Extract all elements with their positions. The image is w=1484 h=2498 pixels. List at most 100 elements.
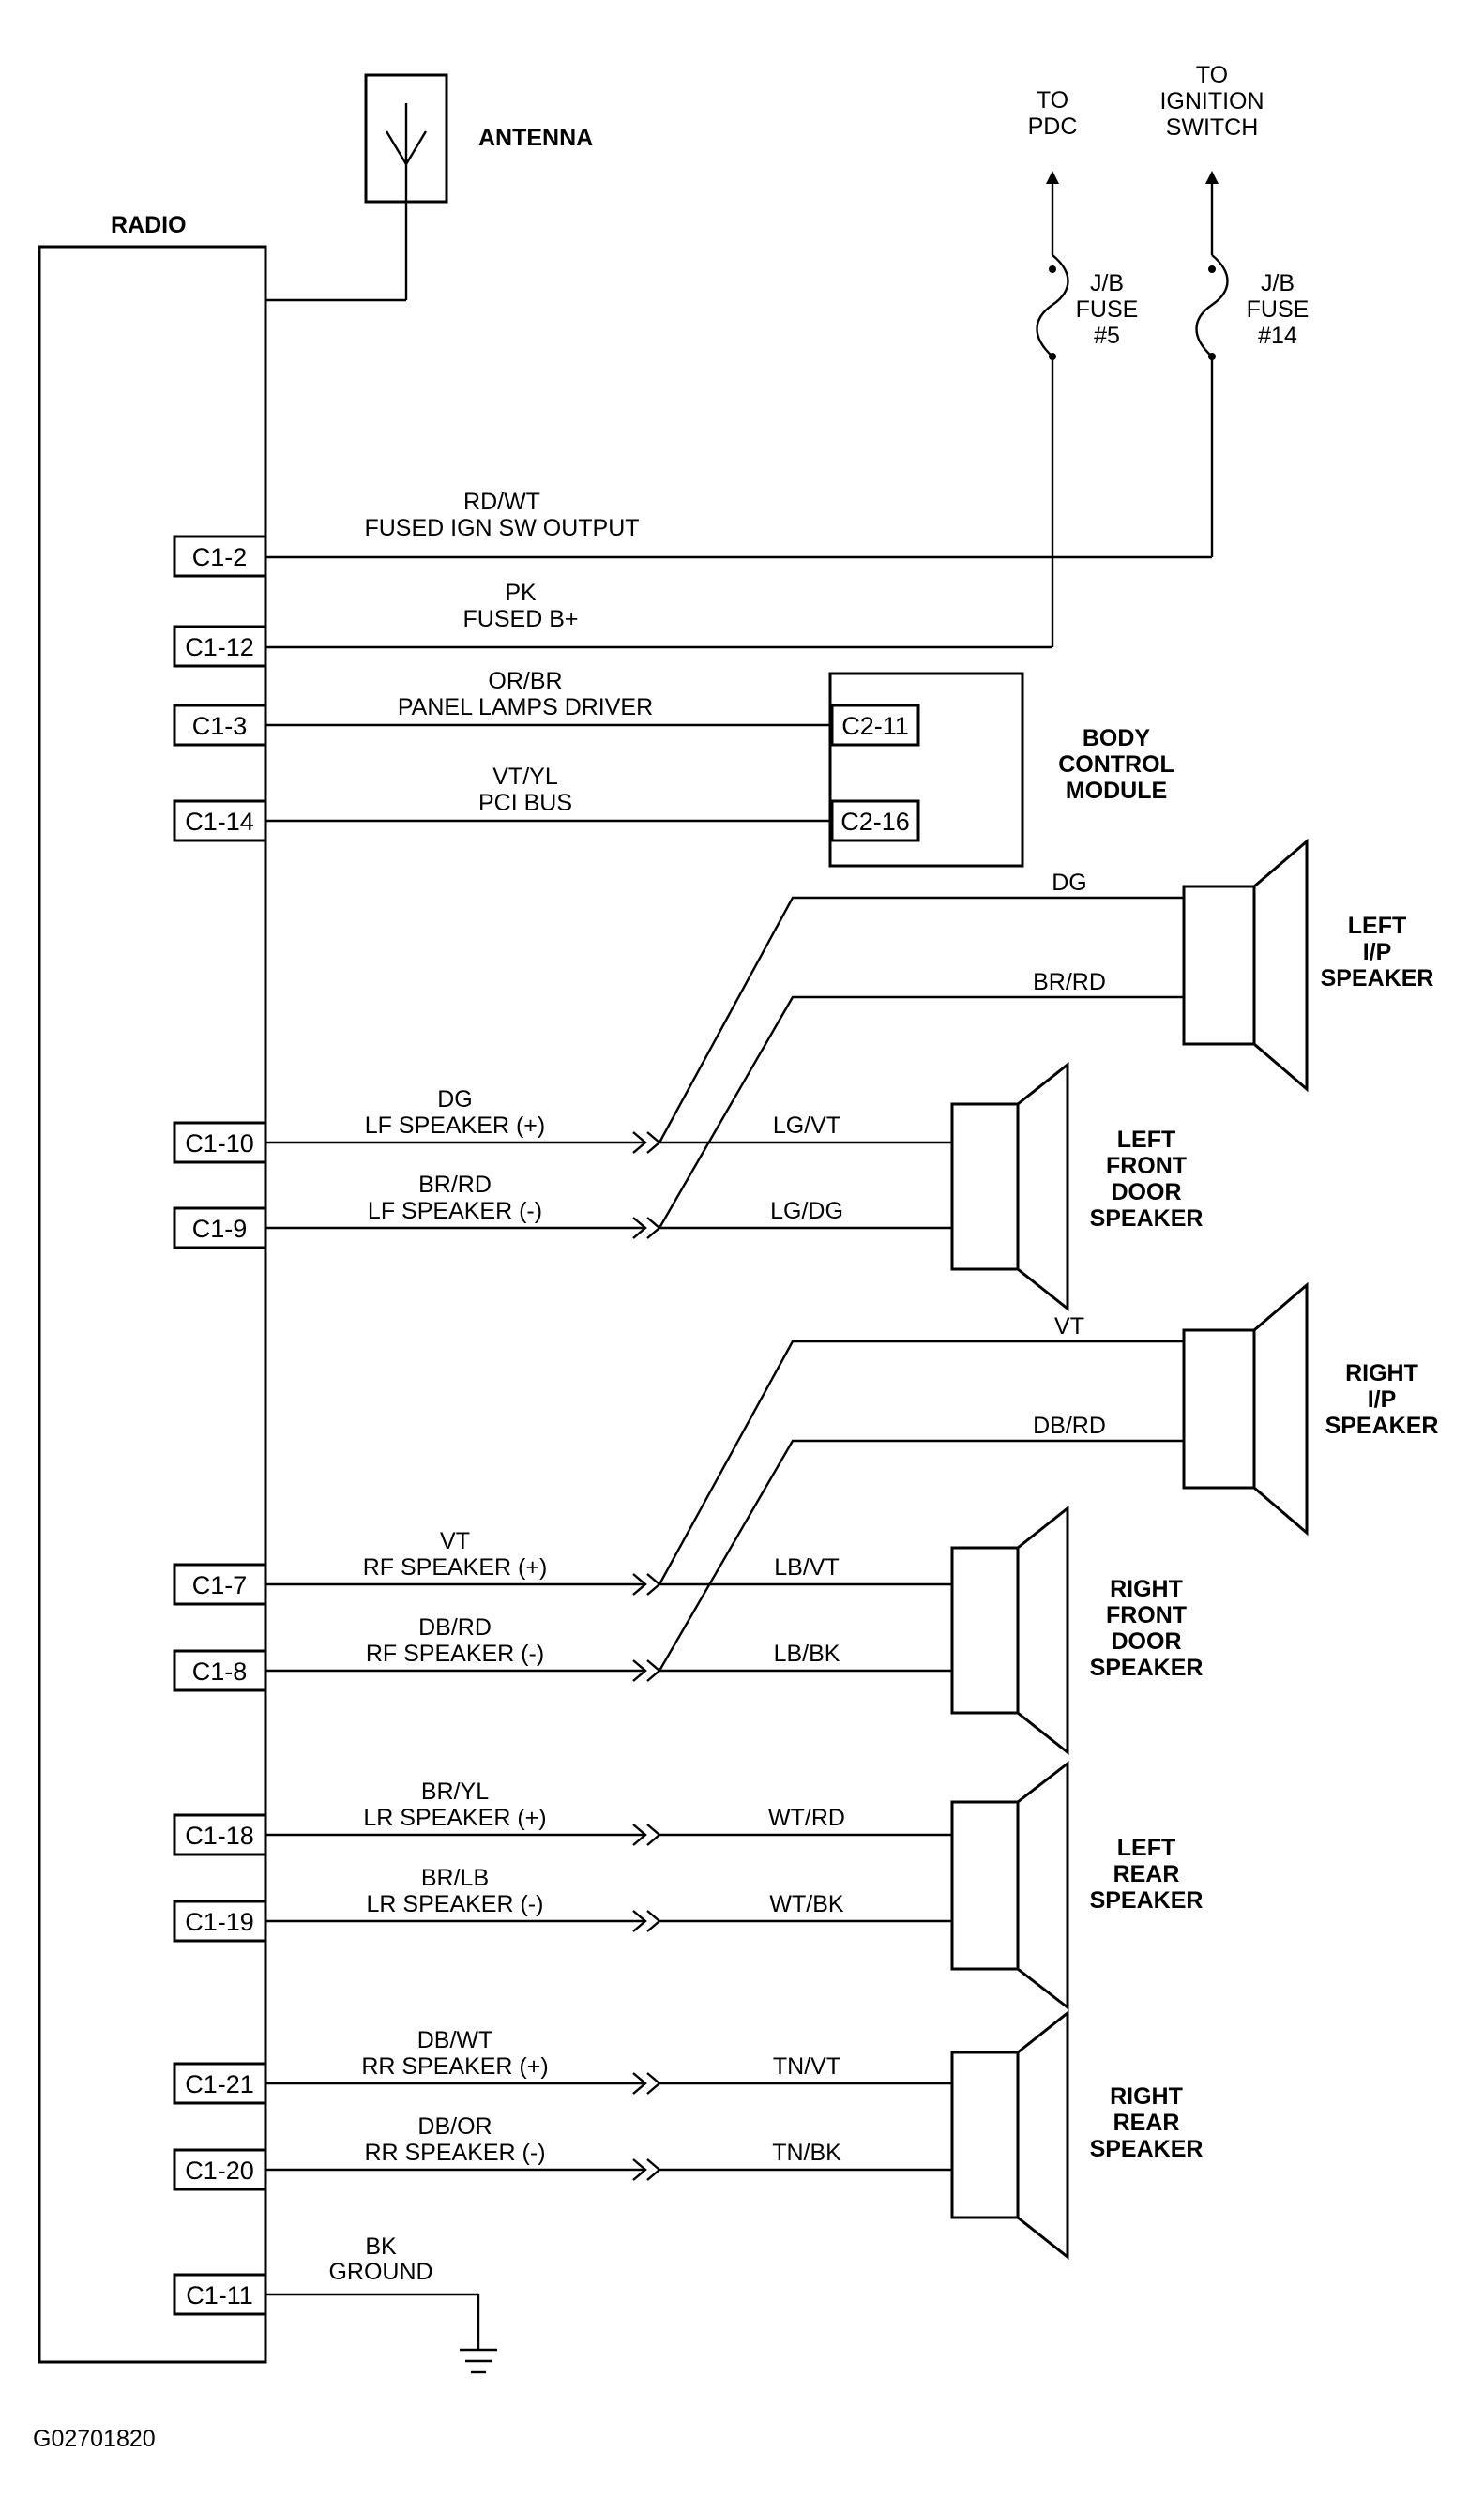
c1-18-connector-male-icon: [632, 1824, 647, 1846]
c1-21-connector-male-icon: [632, 2072, 647, 2095]
c1-19-out-wire-color: WT/BK: [769, 1891, 843, 1917]
right-front-speaker-label-2: FRONT: [1106, 1602, 1187, 1628]
left-ip-speaker-label-3: SPEAKER: [1321, 965, 1434, 992]
pin-c1-10: [173, 1121, 267, 1164]
pin-c1-2: [173, 535, 267, 578]
right-front-door-speaker-icon: [950, 1505, 1069, 1756]
c1-3-circuit: PANEL LAMPS DRIVER: [398, 694, 653, 720]
left-ip-speaker-icon: [1182, 838, 1309, 1093]
c1-18-connector-female-icon: [646, 1824, 661, 1846]
ign-dest-line-3: SWITCH: [1166, 114, 1259, 141]
c1-20-circuit: RR SPEAKER (-): [364, 2140, 545, 2166]
c1-20-wire-color: DB/OR: [417, 2113, 492, 2140]
c1-7-connector-female-icon: [646, 1573, 661, 1596]
ign-dest-line-2: IGNITION: [1159, 88, 1264, 114]
c1-9-connector-male-icon: [632, 1217, 647, 1239]
bcm-pin-c2-16: [830, 799, 920, 842]
left-front-speaker-label-4: SPEAKER: [1090, 1205, 1204, 1232]
right-front-speaker-label-4: SPEAKER: [1090, 1655, 1204, 1681]
c1-8-ip-wire-color: DB/RD: [1033, 1413, 1106, 1439]
c1-10-connector-male-icon: [632, 1131, 647, 1154]
c1-7-out-wire-color: LB/VT: [774, 1554, 839, 1581]
radio-label: RADIO: [111, 212, 187, 238]
pin-c1-18: [173, 1813, 267, 1856]
left-front-speaker-label-1: LEFT: [1117, 1127, 1176, 1153]
pin-c1-7-label: C1-7: [192, 1571, 248, 1599]
c1-9-wire-color: BR/RD: [418, 1172, 492, 1198]
c1-2-circuit: FUSED IGN SW OUTPUT: [364, 515, 639, 541]
c1-9-ip-wire: [658, 995, 1184, 1229]
c1-20-out-wire-color: TN/BK: [772, 2140, 841, 2166]
c1-8-circuit: RF SPEAKER (-): [366, 1641, 544, 1667]
pin-c1-14-label: C1-14: [185, 808, 254, 836]
c1-18-wire-color: BR/YL: [421, 1779, 489, 1805]
pin-c1-14: [173, 799, 267, 842]
pin-c1-19-label: C1-19: [185, 1908, 254, 1936]
c1-10-out-wire-color: LG/VT: [773, 1113, 840, 1139]
ground-circuit-label: GROUND: [328, 2259, 432, 2285]
right-ip-speaker-label-1: RIGHT: [1345, 1360, 1418, 1386]
pdc-feed-wire: [265, 171, 1069, 649]
c1-7-ip-wire: [658, 1340, 1184, 1585]
left-ip-speaker-label-1: LEFT: [1348, 913, 1407, 939]
c1-7-ip-wire-color: VT: [1054, 1313, 1084, 1340]
c1-19-connector-female-icon: [646, 1910, 661, 1932]
pin-c1-12-label: C1-12: [185, 633, 254, 661]
c1-21-circuit: RR SPEAKER (+): [361, 2053, 548, 2080]
right-rear-speaker-icon: [950, 2009, 1069, 2261]
c1-7-wire-color: VT: [440, 1528, 470, 1554]
left-rear-speaker-label-3: SPEAKER: [1090, 1887, 1204, 1914]
c1-21-wire-color: DB/WT: [417, 2027, 493, 2053]
c1-8-wire-color: DB/RD: [418, 1614, 492, 1641]
pin-c1-11-label: C1-11: [186, 2281, 253, 2309]
c1-10-connector-female-icon: [646, 1131, 661, 1154]
c1-10-ip-wire-color: DG: [1052, 870, 1087, 896]
left-rear-speaker-icon: [950, 1760, 1069, 2011]
c1-14-circuit: PCI BUS: [478, 790, 572, 816]
c1-10-ip-wire: [658, 896, 1184, 1143]
left-rear-speaker-label-1: LEFT: [1117, 1835, 1176, 1861]
c1-19-circuit: LR SPEAKER (-): [367, 1891, 544, 1917]
ignition-feed-wire: [265, 171, 1229, 559]
pin-c1-2-label: C1-2: [192, 543, 248, 571]
c1-3-wire-color: OR/BR: [488, 668, 562, 694]
c1-9-connector-female-icon: [646, 1217, 661, 1239]
right-ip-speaker-label-2: I/P: [1368, 1386, 1397, 1413]
c1-12-wire-color: PK: [505, 580, 537, 606]
bcm-label-3: MODULE: [1066, 778, 1167, 804]
left-front-speaker-label-3: DOOR: [1112, 1179, 1182, 1205]
right-front-speaker-label-3: DOOR: [1112, 1628, 1182, 1655]
pin-c1-9: [173, 1206, 267, 1249]
ground-wire-color: BK: [365, 2233, 397, 2260]
c1-12-circuit: FUSED B+: [463, 606, 579, 632]
fuse14-line-3: #14: [1258, 323, 1297, 349]
pin-c1-20: [173, 2148, 267, 2191]
left-front-speaker-label-2: FRONT: [1106, 1153, 1187, 1179]
c1-8-connector-male-icon: [632, 1659, 647, 1682]
pin-c1-8: [173, 1649, 267, 1692]
ground-icon: [265, 2293, 497, 2374]
pdc-dest-line-1: TO: [1037, 87, 1068, 114]
c1-2-wire-color: RD/WT: [463, 489, 540, 515]
bcm-pin-c2-11-label: C2-11: [841, 712, 909, 740]
c1-7-connector-male-icon: [632, 1573, 647, 1596]
c1-19-wire-color: BR/LB: [421, 1865, 489, 1891]
c1-21-out-wire-color: TN/VT: [773, 2053, 840, 2080]
left-front-door-speaker-icon: [950, 1061, 1069, 1312]
pin-c1-11: [173, 2273, 267, 2316]
right-ip-speaker-icon: [1182, 1281, 1309, 1537]
pin-c1-21-label: C1-21: [185, 2070, 254, 2098]
right-rear-speaker-label-2: REAR: [1113, 2110, 1180, 2136]
antenna-label: ANTENNA: [478, 125, 593, 151]
c1-20-connector-female-icon: [646, 2158, 661, 2181]
left-rear-speaker-label-2: REAR: [1113, 1861, 1180, 1887]
fuse5-line-3: #5: [1094, 323, 1120, 349]
bcm-label-1: BODY: [1083, 725, 1151, 751]
c1-9-circuit: LF SPEAKER (-): [368, 1198, 542, 1224]
right-front-speaker-label-1: RIGHT: [1110, 1576, 1183, 1602]
pin-c1-9-label: C1-9: [192, 1215, 248, 1243]
c1-21-connector-female-icon: [646, 2072, 661, 2095]
fuse14-line-2: FUSE: [1247, 296, 1310, 323]
c1-9-out-wire-color: LG/DG: [770, 1198, 843, 1224]
